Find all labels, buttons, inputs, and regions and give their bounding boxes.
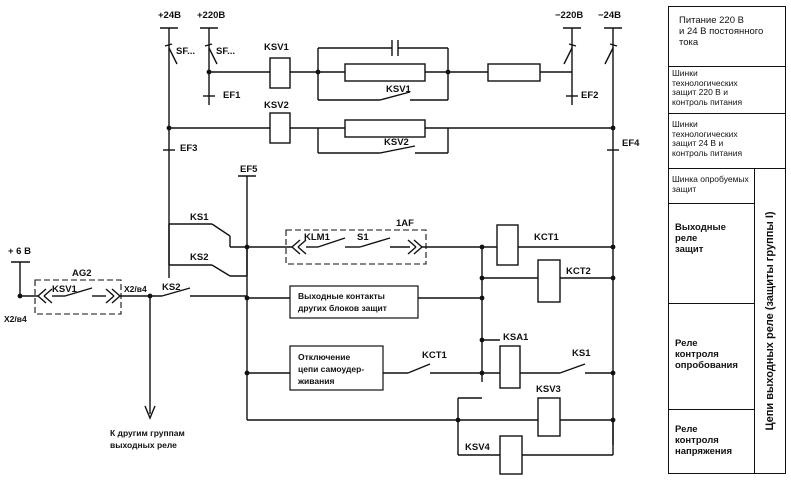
label-sf1: SF... — [176, 46, 195, 57]
label-kct2: KCT2 — [566, 266, 591, 277]
label-disable-3: живания — [297, 376, 334, 386]
label-klm1: KLM1 — [304, 232, 331, 243]
legend-bus220-line3: защит 220 В и — [672, 87, 728, 97]
legend-output-relays: Выходные реле защит — [669, 204, 754, 304]
label-plus6: + 6 В — [8, 246, 31, 257]
kct1-coil — [496, 224, 519, 266]
ksv4-coil — [499, 435, 523, 475]
legend-vertical-text: Цепи выходных реле (защиты группы I) — [764, 211, 776, 431]
label-kct1: KCT1 — [534, 232, 560, 243]
label-minus24: −24В — [598, 10, 621, 21]
legend-vertical-caption: Цепи выходных реле (защиты группы I) — [754, 169, 785, 473]
label-ef4: EF4 — [622, 138, 640, 149]
label-disable-1: Отключение — [298, 352, 350, 362]
label-ef1: EF1 — [223, 90, 241, 101]
ksa1-coil — [499, 345, 521, 389]
label-ef2: EF2 — [581, 90, 598, 101]
legend-bus220-line2: технологических — [672, 77, 738, 88]
legend-volt-line3: напряжения — [675, 446, 732, 457]
ksv3-coil — [537, 397, 561, 437]
legend-test-relay-line1: Реле — [675, 338, 698, 349]
label-minus220: −220В — [555, 10, 583, 21]
legend-test-relay-line3: опробования — [675, 360, 738, 371]
self-hold-box — [289, 345, 384, 391]
ksv1-coil — [269, 57, 291, 89]
label-1af: 1AF — [396, 218, 414, 229]
label-ksa1: KSA1 — [503, 332, 529, 343]
legend-output-line3: защит — [675, 244, 704, 255]
label-out-contacts-1: Выходные контакты — [298, 291, 385, 301]
label-ag2: AG2 — [72, 268, 92, 279]
legend-bus24: Шинки технологических защит 24 В и контр… — [669, 114, 785, 169]
label-ksv3: KSV3 — [536, 384, 561, 395]
legend-power-line2: и 24 В постоянного — [679, 26, 764, 37]
label-to-groups-1: К другим группам — [110, 428, 185, 438]
ksv2-coil — [269, 112, 291, 144]
label-ks2-left: KS2 — [162, 282, 180, 293]
legend-test-bus: Шинка опробуемых защит — [669, 169, 754, 204]
label-x2a4-right: X2/в4 — [124, 284, 147, 294]
legend-test-relay-line2: контроля — [675, 349, 719, 360]
label-disable-2: цепи самоудер- — [298, 364, 364, 374]
legend-bus220-line4: контроль питания — [672, 96, 743, 107]
label-ksv2-coil: KSV2 — [264, 100, 289, 111]
label-s1: S1 — [357, 232, 369, 243]
legend-bus24-line2: технологических — [672, 128, 738, 139]
label-ef5: EF5 — [240, 164, 258, 175]
label-ksv1-contact: KSV1 — [386, 84, 412, 95]
label-out-contacts-2: других блоков защит — [298, 303, 387, 313]
legend-bus24-line1: Шинки — [672, 119, 698, 129]
label-ks2: KS2 — [190, 252, 208, 263]
label-kct1-contact: KCT1 — [422, 350, 448, 361]
legend-output-line1: Выходные — [675, 222, 726, 233]
label-plus220: +220В — [197, 10, 225, 21]
label-ks1-right: KS1 — [572, 348, 591, 359]
label-ef3: EF3 — [180, 143, 197, 154]
label-plus24: +24В — [158, 10, 181, 21]
legend-test-line2: защит — [672, 184, 697, 194]
label-x2a4-left: X2/в4 — [4, 314, 27, 324]
legend-bus220: Шинки технологических защит 220 В и конт… — [669, 67, 785, 114]
label-ks1: KS1 — [190, 212, 209, 223]
kct2-coil — [537, 259, 561, 303]
legend-output-line2: реле — [675, 233, 698, 244]
label-ksv4: KSV4 — [465, 442, 491, 453]
label-ksv2-contact: KSV2 — [384, 137, 409, 148]
label-ksv1-left: KSV1 — [52, 284, 78, 295]
label-to-groups-2: выходных реле — [110, 440, 177, 450]
legend-table: Питание 220 В и 24 В постоянного тока Ши… — [668, 6, 786, 474]
legend-power-line1: Питание 220 В — [679, 15, 744, 26]
label-sf2: SF... — [216, 46, 235, 57]
legend-bus220-line1: Шинки — [672, 68, 698, 78]
module-ag2 — [34, 279, 122, 315]
circuit-diagram: +24В +220В −220В −24В + 6 В SF... SF... … — [4, 10, 640, 475]
label-ksv1-coil: KSV1 — [264, 42, 290, 53]
legend-volt-line2: контроля — [675, 435, 719, 446]
legend-volt-line1: Реле — [675, 424, 698, 435]
legend-bus24-line3: защит 24 В и — [672, 138, 724, 148]
legend-test-line1: Шинка опробуемых — [672, 174, 749, 184]
legend-test-relay: Реле контроля опробования — [669, 304, 754, 410]
legend-power-line3: тока — [679, 37, 699, 48]
legend-voltage-relay: Реле контроля напряжения — [669, 410, 754, 473]
other-blocks-box — [289, 285, 419, 319]
legend-power: Питание 220 В и 24 В постоянного тока — [669, 7, 785, 67]
legend-bus24-line4: контроль питания — [672, 147, 743, 158]
